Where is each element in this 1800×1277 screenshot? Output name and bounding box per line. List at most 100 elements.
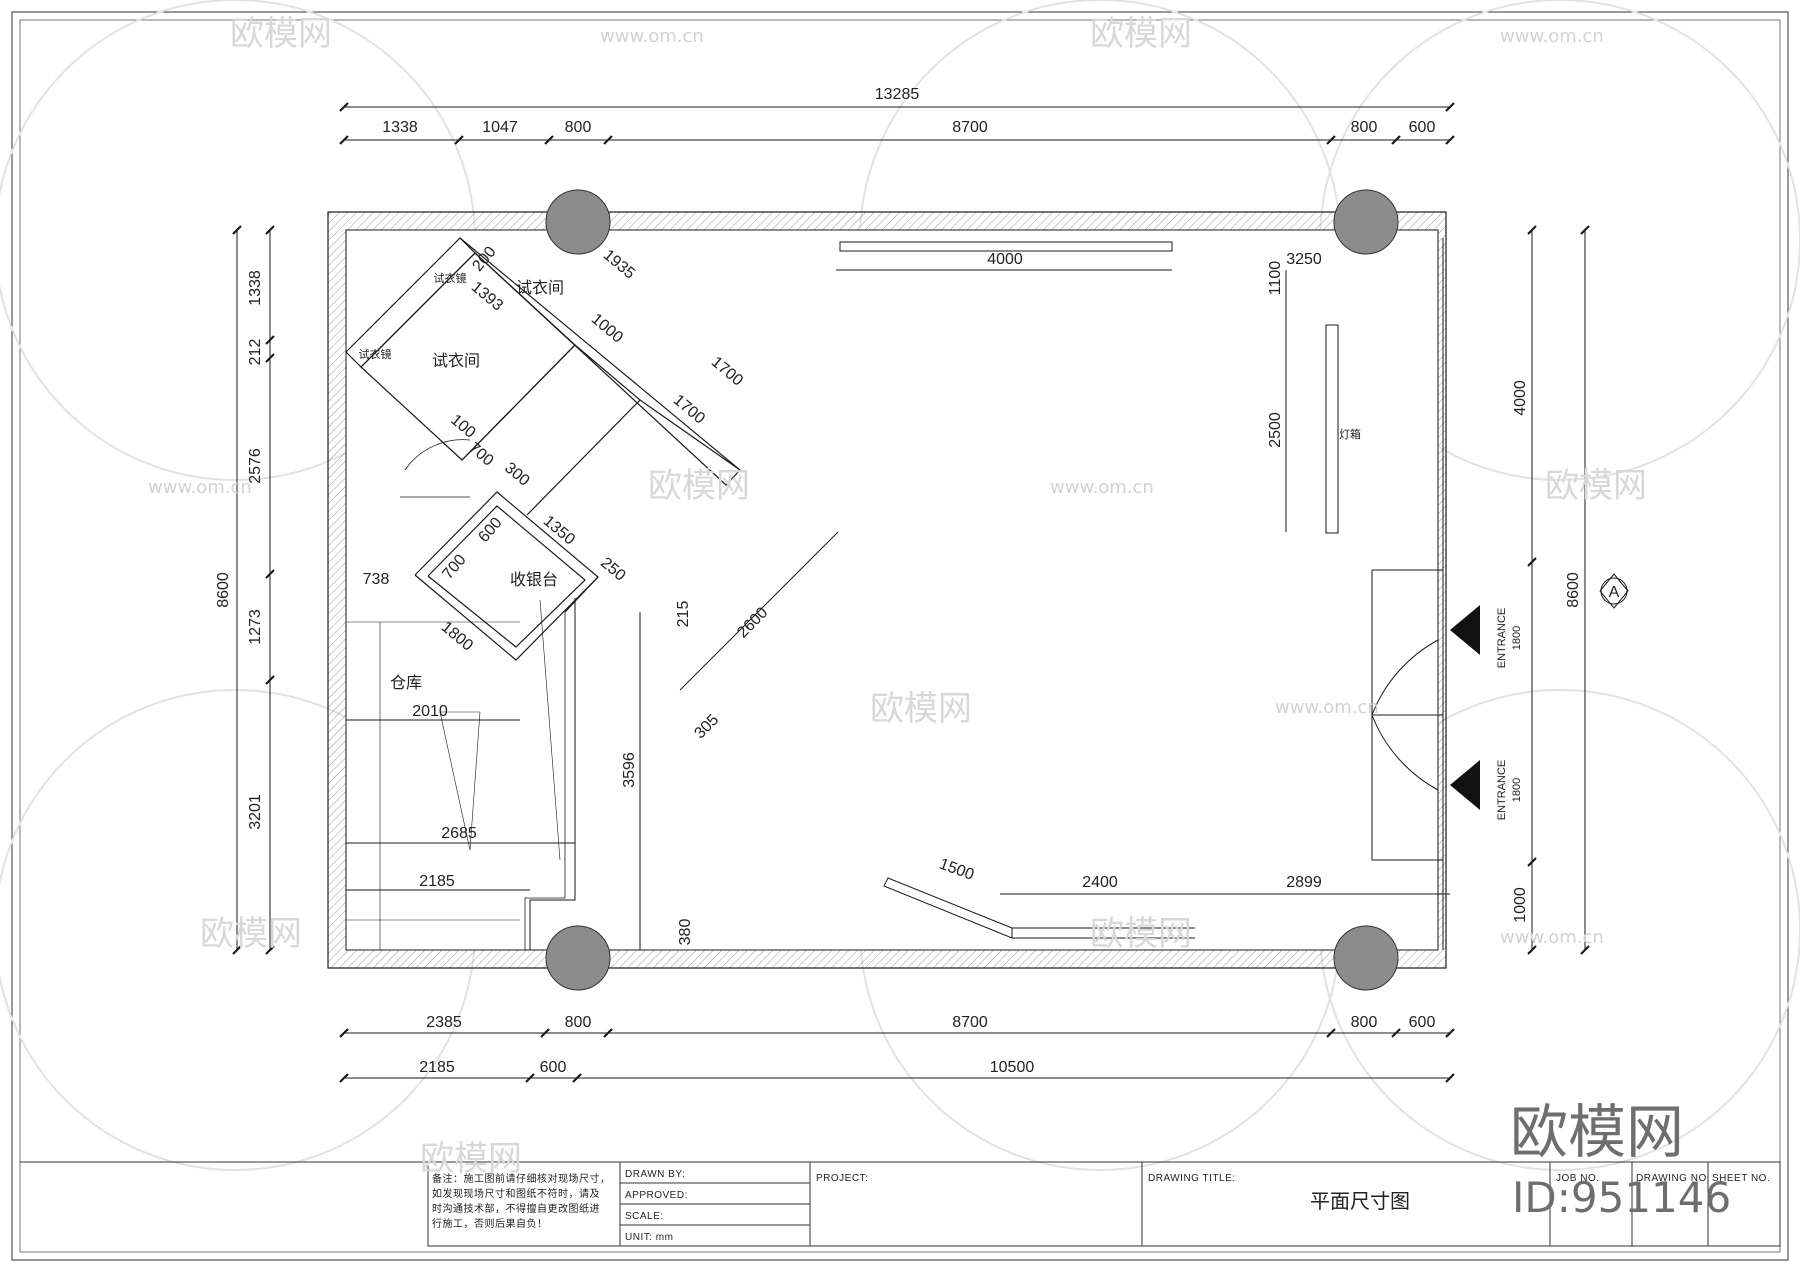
approved-label: APPROVED: (625, 1190, 688, 1201)
watermark-brand-7: 欧模网 (1090, 914, 1192, 954)
drawn-by-label: DRAWN BY: (625, 1169, 685, 1180)
dim-2185-inner: 2185 (419, 873, 455, 890)
notes-line-3: 时沟通技术部，不得擅自更改图纸进 (432, 1202, 600, 1215)
dim-shelf-4000: 4000 (987, 251, 1023, 268)
dim-right-2: 1000 (1512, 887, 1529, 923)
watermark-url-4: www.om.cn (148, 477, 252, 498)
dim-bottom-4: 800 (1351, 1014, 1378, 1031)
watermark-url-6: www.om.cn (1500, 927, 1604, 948)
dim-top-3: 800 (565, 119, 592, 136)
dim-2400: 2400 (1082, 874, 1118, 891)
watermark-url-3: www.om.cn (1050, 477, 1154, 498)
dim-bottom-3: 8700 (952, 1014, 988, 1031)
watermark-brand-8: 欧模网 (420, 1139, 522, 1179)
scale-label: SCALE: (625, 1211, 664, 1222)
drawing-title: 平面尺寸图 (1310, 1190, 1410, 1213)
dim-right-1: 4000 (1512, 380, 1529, 416)
title-block-text: 备注：施工图前请仔细核对现场尺寸， 如发现现场尺寸和图纸不符时，请及 时沟通技术… (432, 1169, 1770, 1243)
watermark-brand-3: 欧模网 (648, 466, 750, 506)
label-fitting-mirror-1: 试衣镜 (434, 271, 467, 285)
dim-380: 380 (677, 919, 694, 946)
dim-top-5: 800 (1351, 119, 1378, 136)
job-no-label: JOB NO. (1556, 1173, 1600, 1184)
dim-bottom-1: 2385 (426, 1014, 462, 1031)
dim-bottom2-3: 10500 (990, 1059, 1035, 1076)
dim-left-2: 212 (247, 339, 264, 366)
watermark-url-5: www.om.cn (1275, 697, 1379, 718)
fitting-rooms-block (345, 237, 741, 661)
entrance-arrows (1450, 605, 1480, 810)
watermark-id: ID:951146 (1512, 1173, 1731, 1222)
dimension-lines (236, 106, 1586, 1079)
notes-line-2: 如发现现场尺寸和图纸不符时，请及 (432, 1187, 600, 1200)
watermark-brand-large: 欧模网 (1510, 1098, 1684, 1166)
column-top-left (545, 189, 611, 255)
drawing-no-label: DRAWING NO. (1636, 1173, 1710, 1184)
dim-2500: 2500 (1267, 412, 1284, 448)
entrance-arrow-2 (1450, 760, 1480, 810)
dim-bottom-2: 800 (565, 1014, 592, 1031)
bottom-display-counter (883, 877, 1195, 939)
dim-bottom2-2: 600 (540, 1059, 567, 1076)
dim-top-6: 600 (1409, 119, 1436, 136)
label-fitting-room-1: 试衣间 (516, 279, 564, 297)
structural-columns (545, 189, 1399, 991)
dim-2899: 2899 (1286, 874, 1322, 891)
entrance-arrow-1 (1450, 605, 1480, 655)
outer-wall (327, 211, 1447, 969)
room-labels: 试衣间 试衣间 试衣镜 试衣镜 收银台 仓库 灯箱 (359, 271, 1362, 692)
label-fitting-mirror-2: 试衣镜 (359, 347, 392, 361)
dim-top-1: 1338 (382, 119, 418, 136)
dim-738: 738 (363, 571, 390, 588)
watermark-url-2: www.om.cn (1500, 26, 1604, 47)
title-block (20, 1161, 1781, 1247)
column-bottom-left (545, 925, 611, 991)
watermark-brand-6: 欧模网 (200, 914, 302, 954)
dim-left-5: 3201 (247, 794, 264, 830)
notes-line-1: 备注：施工图前请仔细核对现场尺寸， (432, 1172, 611, 1185)
section-marker: A (1599, 573, 1629, 609)
lightbox (1325, 324, 1339, 534)
project-label: PROJECT: (816, 1173, 868, 1184)
watermark-url-1: www.om.cn (600, 26, 704, 47)
label-cashier: 收银台 (510, 571, 558, 589)
column-top-right (1333, 189, 1399, 255)
label-fitting-room-2: 试衣间 (432, 352, 480, 370)
dim-right-overall: 8600 (1565, 572, 1582, 608)
dim-1100: 1100 (1267, 261, 1284, 296)
watermark-brand-2: 欧模网 (1090, 14, 1192, 54)
dimension-ticks (232, 102, 1590, 1083)
unit-label: UNIT: mm (625, 1232, 673, 1243)
entrance-width-2: 1800 (1511, 778, 1523, 802)
dim-2685: 2685 (441, 825, 477, 842)
drawing-title-label: DRAWING TITLE: (1148, 1173, 1236, 1184)
watermarks: 欧模网 欧模网 欧模网 欧模网 欧模网 欧模网 欧模网 欧模网 www.om.c… (148, 14, 1731, 1222)
dim-3596: 3596 (621, 752, 638, 788)
dim-left-1: 1338 (247, 270, 264, 306)
sheet-inner-border (19, 19, 1781, 1253)
watermark-brand-4: 欧模网 (1545, 466, 1647, 506)
entrance-label-2: ENTRANCE (1496, 760, 1508, 821)
dim-2010: 2010 (412, 703, 448, 720)
watermark-brand-5: 欧模网 (870, 689, 972, 729)
entrance-label-1: ENTRANCE (1496, 608, 1508, 669)
watermark-brand-1: 欧模网 (230, 14, 332, 54)
entrance-labels: ENTRANCE 1800 ENTRANCE 1800 (1496, 608, 1523, 821)
dim-3250: 3250 (1286, 251, 1322, 268)
sheet-no-label: SHEET NO. (1712, 1173, 1770, 1184)
sheet-outer-border (11, 11, 1789, 1261)
storage-room-walls (346, 598, 576, 950)
dim-bottom2-1: 2185 (419, 1059, 455, 1076)
section-marker-label: A (1609, 584, 1620, 601)
entrance-width-1: 1800 (1511, 626, 1523, 650)
label-storage: 仓库 (390, 674, 422, 692)
dim-left-4: 1273 (247, 609, 264, 645)
label-lightbox: 灯箱 (1339, 427, 1361, 441)
entrance-wall (1371, 238, 1444, 950)
dim-top-4: 8700 (952, 119, 988, 136)
dim-left-3: 2576 (247, 448, 264, 484)
column-bottom-right (1333, 925, 1399, 991)
wall-shelf-top (839, 241, 1173, 252)
dim-215: 215 (675, 601, 692, 628)
